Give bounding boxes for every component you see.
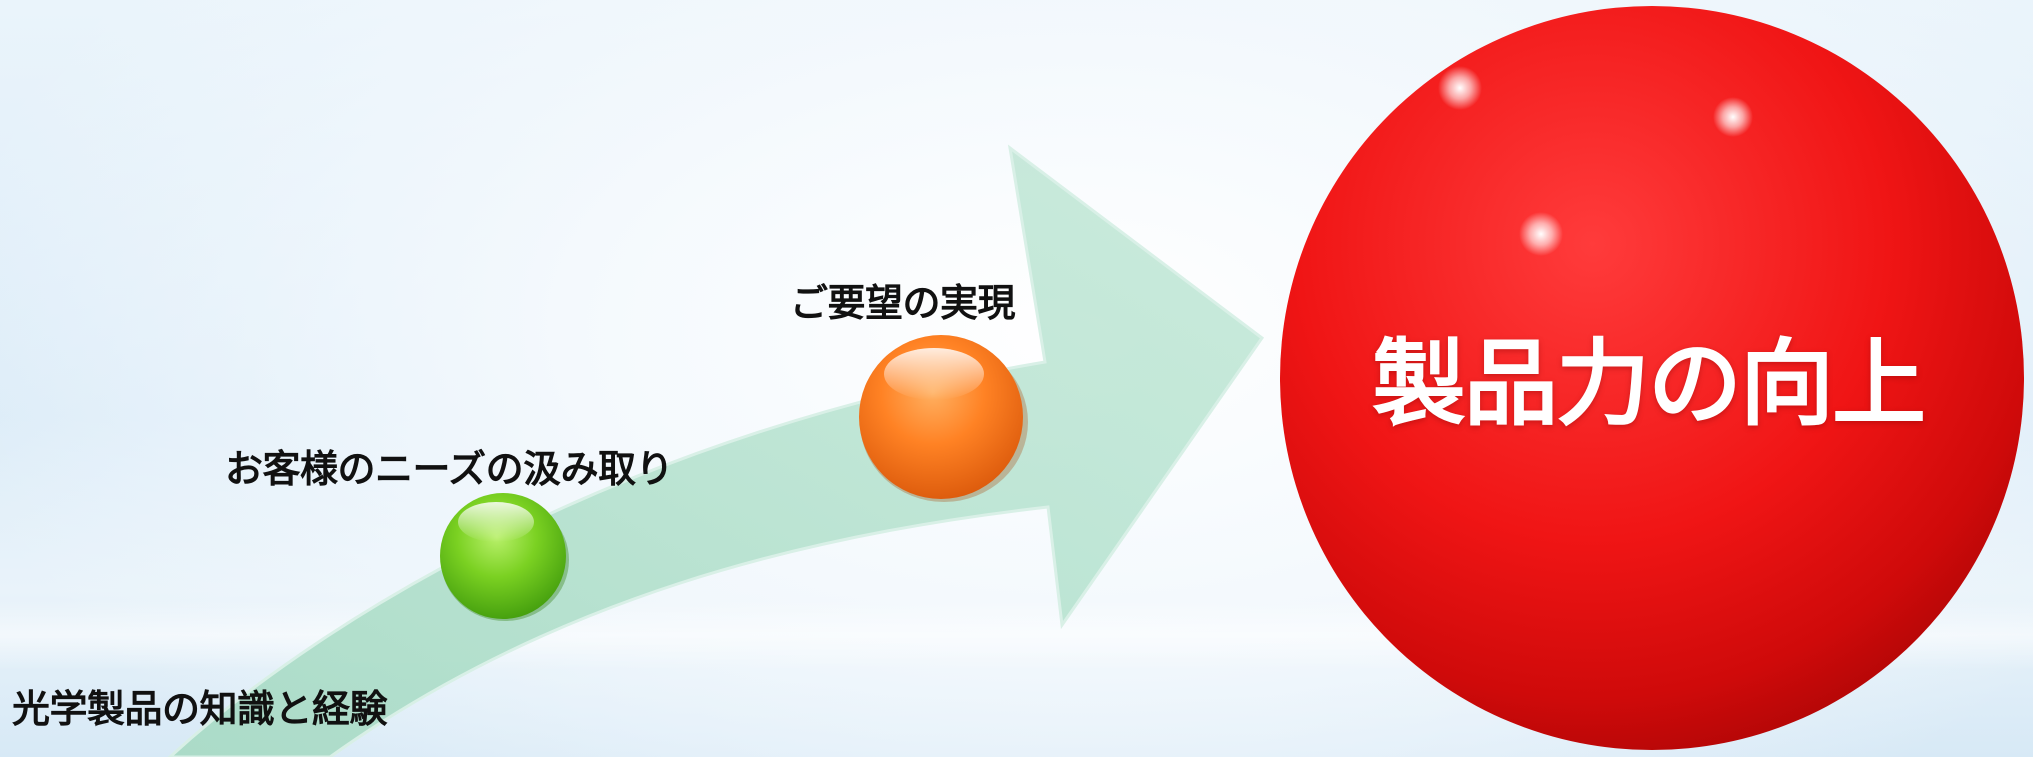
- goal-sphere: [1280, 6, 2024, 750]
- goal-label: 製品力の向上: [1371, 330, 1926, 439]
- progress-arrow: [167, 144, 1265, 757]
- orange-step-marker: [859, 335, 1028, 502]
- green-step-marker: [440, 493, 569, 621]
- step-label-customer-needs: お客様のニーズの汲み取り: [225, 447, 674, 491]
- step-label-knowledge: 光学製品の知識と経験: [12, 687, 388, 731]
- step-label-realization: ご要望の実現: [790, 281, 1016, 325]
